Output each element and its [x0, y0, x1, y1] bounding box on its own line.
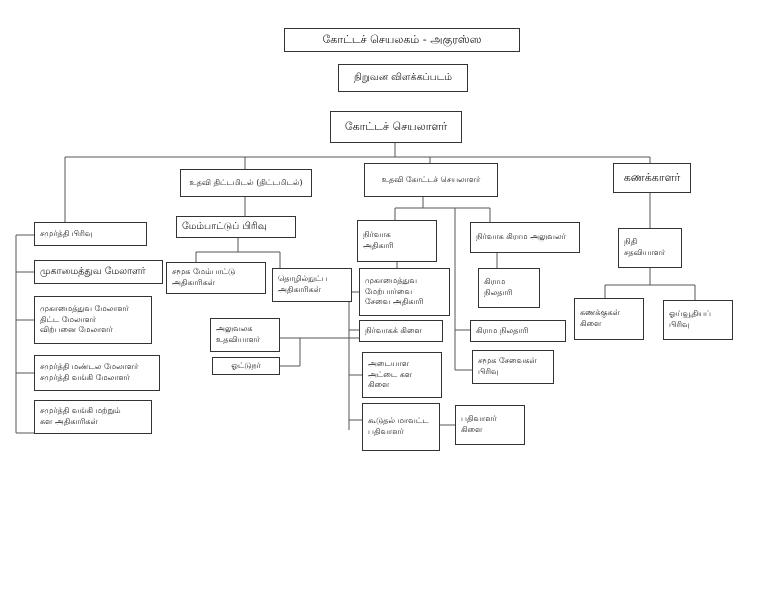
node-accounts-branch: கணக்குகள் கிளை: [574, 298, 644, 340]
node-grama-niladhari: கிராம நிலதாரி: [470, 320, 566, 342]
node-finance-assistant: நிதி சதவியாளர்: [618, 228, 682, 268]
node-samurdhi-manager-2: முகாமைத்துவ மேலாளர் திட்ட மேலாளர் விற்பன…: [34, 296, 152, 344]
node-samurdhi-manager-1: முகாமைத்துவ மேலாளர்: [34, 260, 163, 284]
node-pension-division: ஓய்வூதியப் பிரிவு: [663, 300, 733, 340]
node-accountant: கணக்காளர்: [613, 163, 691, 193]
node-land-officer: கிராம நிலதாரி: [478, 268, 540, 308]
node-assistant-planning: உதவி திட்டமிடல் (திட்டமிடல்): [180, 169, 312, 197]
page-subtitle: நிறுவன விளக்கப்படம்: [338, 64, 468, 92]
node-assistant-divisional-secretary: உதவி கோட்டச் செயலாளர்: [364, 163, 498, 197]
node-registrar-branch: பதிவாளர் கிளை: [455, 405, 525, 445]
node-samurdhi-officers: சமுர்த்தி வங்கி மற்றும் கள அதிகாரிகள்: [34, 400, 152, 434]
node-development-division: மேம்பாட்டுப் பிரிவு: [176, 216, 296, 238]
node-additional-district-registrar: கூடுதல் மாவட்ட பதிவாளர்: [362, 403, 440, 451]
node-social-development-officers: சமூக மேம்பாட்டு அதிகாரிகள்: [166, 262, 266, 294]
node-samurdhi-division: சமுர்த்தி பிரிவு: [34, 222, 147, 246]
node-management-service-officer: முகாமைத்துவ மேற்பார்வை சேவை அதிகாரி: [359, 268, 450, 316]
node-identity-card-branch: அடையாள அட்டை கள கிளை: [362, 352, 442, 398]
node-admin-grama-officer: நிர்வாக கிராம அலுவலர்: [470, 222, 580, 253]
node-samurdhi-manager-3: சமுர்த்தி மண்டல மேலாளர் சமுர்த்தி வங்கி …: [34, 355, 160, 391]
node-social-services-division: சமூக சேவைகள் பிரிவு: [472, 350, 554, 384]
node-office-assistant: அலுவலக உதவியாளர்: [210, 318, 280, 352]
node-technical-officers: தொழில்நுட்ப அதிகாரிகள்: [272, 268, 352, 302]
node-administration-branch: நிர்வாகக் கிளை: [359, 320, 443, 342]
page-title: கோட்டச் செயலகம் - அகுரஸ்ஸ: [284, 28, 520, 52]
node-driver: ஓட்டுநர்: [212, 357, 280, 375]
node-administrative-officer: நிர்வாக அதிகாரி: [357, 220, 437, 262]
node-divisional-secretary: கோட்டச் செயலாளர்: [330, 111, 462, 143]
